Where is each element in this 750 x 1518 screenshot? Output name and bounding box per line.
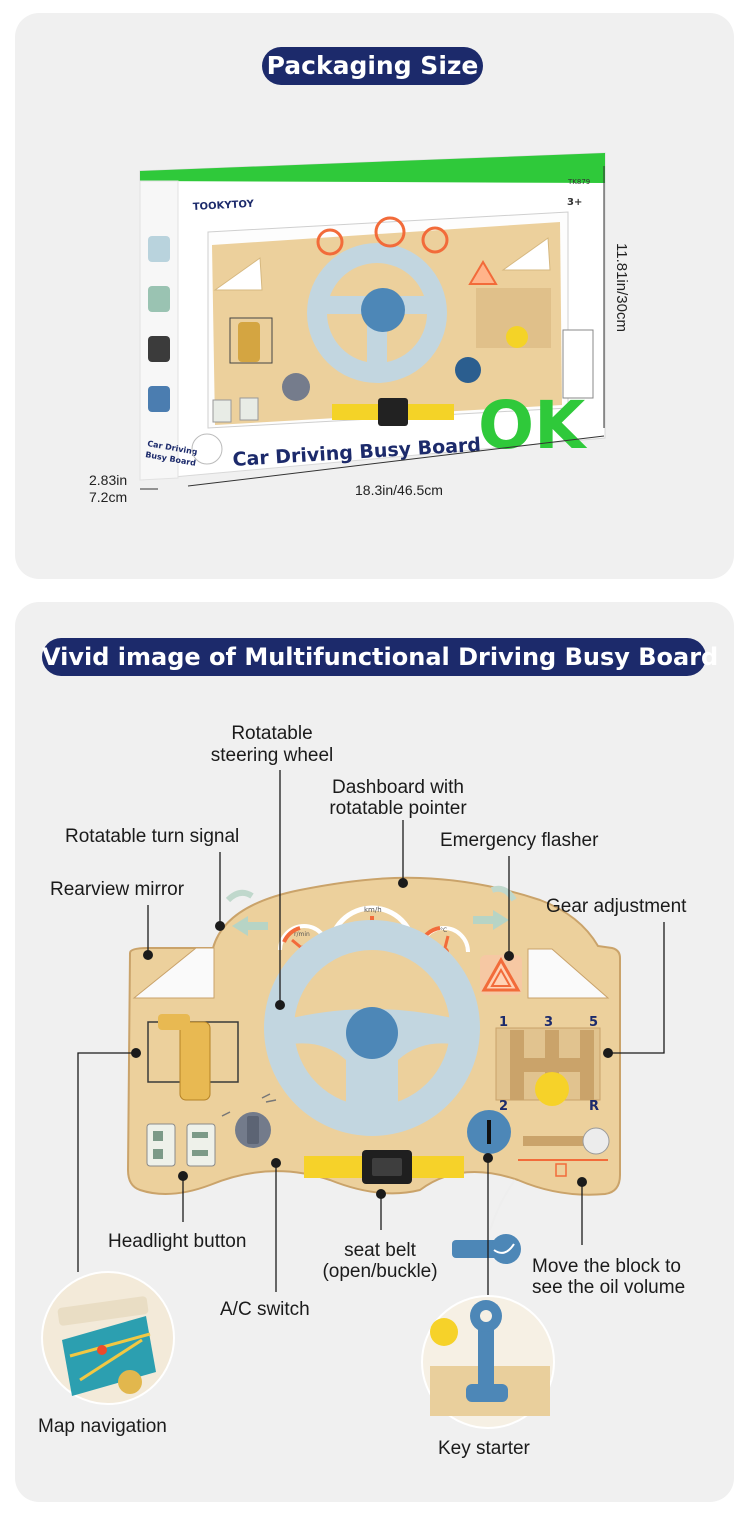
emergency-flasher-button[interactable] <box>480 955 522 995</box>
callout-lines <box>77 770 665 1300</box>
seat-belt[interactable] <box>304 1150 464 1184</box>
svg-text:°C: °C <box>440 927 447 934</box>
key-ignition[interactable] <box>467 1110 511 1154</box>
gear-shifter[interactable] <box>495 1027 601 1106</box>
svg-text:3: 3 <box>544 1015 553 1030</box>
label-dashboard-line1: Dashboard with <box>331 777 465 798</box>
left-mirror <box>132 947 215 999</box>
steering-hub <box>346 1007 398 1059</box>
svg-text:km/h: km/h <box>364 906 382 914</box>
callout-dots <box>131 878 613 1199</box>
key-starter-inset <box>421 1295 555 1429</box>
label-gear: Gear adjustment <box>546 896 687 917</box>
depth-label-in: 2.83in <box>89 472 128 488</box>
brand-logo: TOOKYTOY <box>193 199 255 213</box>
label-oil-line1: Move the block to <box>532 1256 681 1277</box>
label-mirror: Rearview mirror <box>50 879 185 900</box>
left-turn-arrow-icon[interactable] <box>232 916 268 936</box>
right-mirror <box>527 948 610 999</box>
features-title: Vivid image of Multifunctional Driving B… <box>42 638 718 676</box>
svg-text:2: 2 <box>499 1099 508 1114</box>
label-seatbelt-line2: (open/buckle) <box>322 1261 438 1282</box>
ok-stamp: OK <box>478 387 588 464</box>
headlight-buttons[interactable] <box>146 1123 216 1167</box>
svg-text:r/min: r/min <box>294 931 310 938</box>
label-steering-line2: steering wheel <box>210 745 334 766</box>
label-ac: A/C switch <box>220 1299 310 1320</box>
label-key: Key starter <box>438 1438 530 1459</box>
width-label: 18.3in/46.5cm <box>355 482 443 498</box>
right-turn-arrow-icon[interactable] <box>473 910 509 930</box>
label-dashboard-line2: rotatable pointer <box>329 798 467 819</box>
oil-volume-slider[interactable] <box>518 1127 610 1177</box>
headlight-icon <box>153 1131 163 1159</box>
width-line <box>187 435 605 487</box>
fog-light-icon <box>192 1132 208 1156</box>
model-code: TK879 <box>567 178 590 186</box>
svg-text:R: R <box>589 1099 599 1114</box>
steering-wheel[interactable] <box>264 920 480 1136</box>
map-navigation-inset <box>41 1271 175 1405</box>
fuel-icon <box>555 1163 567 1177</box>
map-lock[interactable] <box>147 1014 239 1101</box>
loose-key[interactable] <box>452 1234 521 1264</box>
label-turn-signal: Rotatable turn signal <box>65 826 240 847</box>
ac-knob[interactable] <box>221 1093 277 1148</box>
svg-text:1: 1 <box>499 1015 508 1030</box>
label-seatbelt-line1: seat belt <box>344 1240 416 1261</box>
height-label: 11.81in/30cm <box>613 243 630 332</box>
age-badge: 3+ <box>567 197 582 208</box>
svg-text:5: 5 <box>589 1015 598 1030</box>
depth-label-cm: 7.2cm <box>89 489 128 505</box>
label-oil-line2: see the oil volume <box>532 1277 686 1298</box>
packaging-size-title: Packaging Size <box>262 47 483 85</box>
package-box: OK <box>139 152 606 481</box>
label-map: Map navigation <box>38 1416 167 1437</box>
label-emergency: Emergency flasher <box>440 830 599 851</box>
label-steering-line1: Rotatable <box>231 723 313 744</box>
label-headlight: Headlight button <box>108 1231 247 1252</box>
leaf-logo-icon <box>191 433 223 465</box>
